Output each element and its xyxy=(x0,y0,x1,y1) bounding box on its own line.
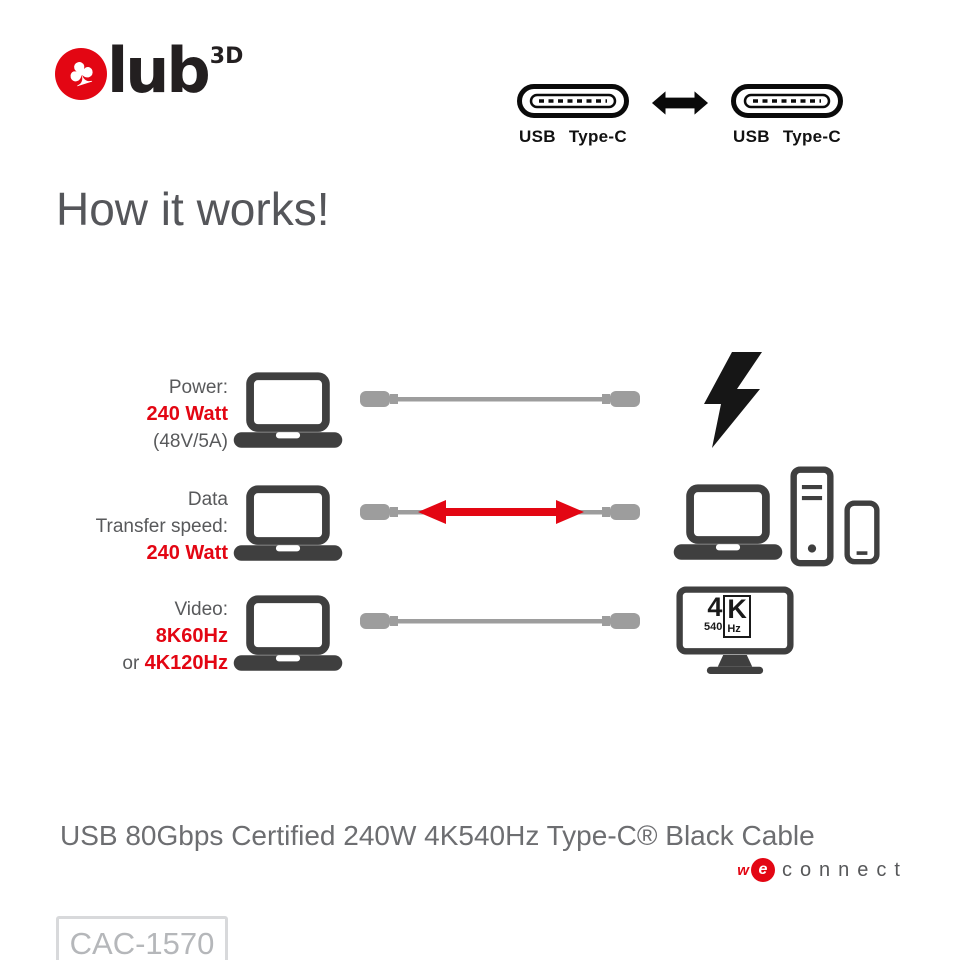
usb-c-connector-icon xyxy=(731,84,843,118)
product-code-box: CAC-1570 xyxy=(56,916,228,960)
usb-c-left: USB Type-C xyxy=(503,84,643,147)
laptop-icon xyxy=(233,372,343,448)
product-code: CAC-1570 xyxy=(69,926,215,960)
badge-hz: Hz xyxy=(727,623,741,635)
usb-c-right: USB Type-C xyxy=(717,84,857,147)
power-label-line1: Power: xyxy=(168,377,228,398)
video-label-4k: 4K120Hz xyxy=(144,652,228,674)
club3d-logo-circle-icon: ♣ xyxy=(55,48,107,100)
logo-text: lub xyxy=(107,34,211,107)
page-title: How it works! xyxy=(56,183,330,235)
data-label-line1: Data xyxy=(187,489,228,510)
power-label-line2: 240 Watt xyxy=(146,403,228,425)
weconnect-logo: w e connect xyxy=(737,858,908,882)
data-label: Data Transfer speed: 240 Watt xyxy=(0,486,228,567)
badge-right-column: K Hz xyxy=(723,595,751,638)
lightning-bolt-icon xyxy=(704,352,762,448)
data-label-line2: Transfer speed: xyxy=(95,516,228,537)
desktop-tower-icon xyxy=(790,466,834,567)
video-label-line3: or 4K120Hz xyxy=(0,650,228,677)
double-arrow-icon xyxy=(651,91,709,115)
weconnect-text: connect xyxy=(781,858,908,881)
usb-cable-icon xyxy=(360,613,640,629)
video-label-line1: Video: xyxy=(174,599,228,620)
club-suit-icon: ♣ xyxy=(62,48,100,97)
smartphone-icon xyxy=(844,500,880,565)
video-label-line2: 8K60Hz xyxy=(155,625,228,647)
laptop-icon xyxy=(233,485,343,561)
connector-header: USB Type-C USB Type-C xyxy=(503,84,857,147)
weconnect-w: w xyxy=(737,861,749,879)
badge-540: 540 xyxy=(704,621,723,633)
4k540hz-badge: 4 540 K Hz xyxy=(704,592,751,638)
weconnect-e-circle-icon: e xyxy=(750,858,775,882)
weconnect-e: e xyxy=(758,861,768,878)
usb-cable-icon xyxy=(360,391,640,407)
laptop-icon xyxy=(673,484,783,560)
monitor-4k540-icon: 4 540 K Hz xyxy=(676,586,794,678)
usb-c-left-label: USB Type-C xyxy=(519,127,627,146)
usb-c-right-label: USB Type-C xyxy=(733,127,841,146)
bidirectional-arrow-icon xyxy=(418,500,584,524)
data-label-line3: 240 Watt xyxy=(146,542,228,564)
logo-3d-superscript: 3D xyxy=(209,44,244,69)
video-label: Video: 8K60Hz or 4K120Hz xyxy=(0,596,228,677)
badge-k: K xyxy=(727,594,747,624)
power-label: Power: 240 Watt (48V/5A) xyxy=(0,374,228,455)
monitor-outline-icon xyxy=(676,586,794,675)
power-label-line3: (48V/5A) xyxy=(153,431,228,452)
usb-c-connector-icon xyxy=(517,84,629,118)
laptop-icon xyxy=(233,595,343,671)
badge-left-column: 4 540 xyxy=(704,592,723,638)
product-title: USB 80Gbps Certified 240W 4K540Hz Type-C… xyxy=(60,820,815,851)
video-label-or: or xyxy=(122,653,145,674)
club3d-logo: ♣ lub 3D xyxy=(55,34,244,107)
badge-4: 4 xyxy=(707,592,723,622)
